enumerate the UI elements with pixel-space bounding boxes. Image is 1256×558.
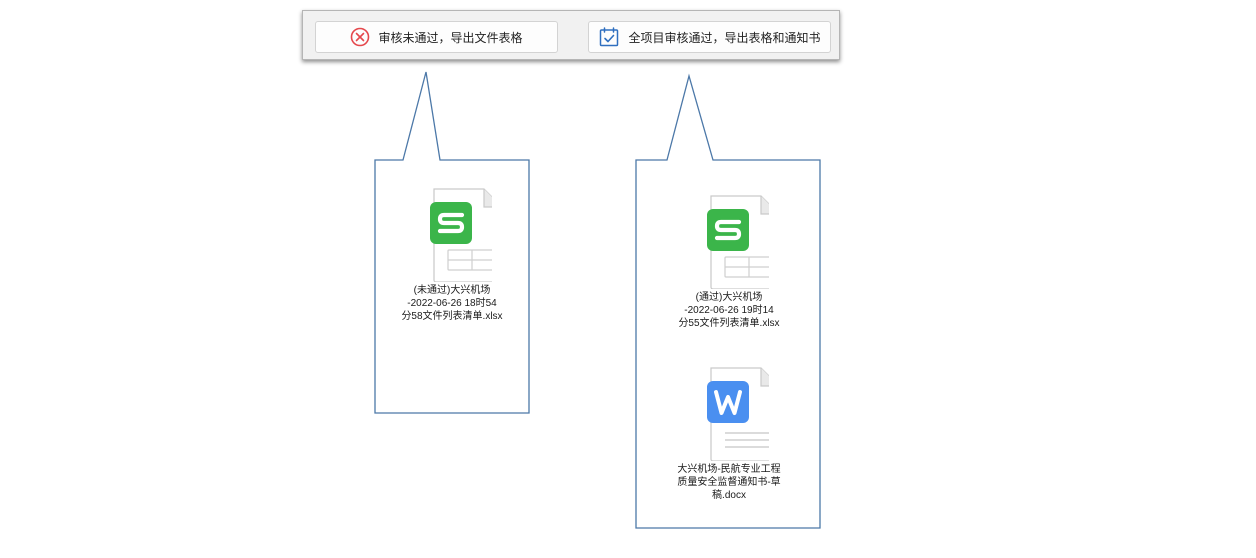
cancel-circle-icon xyxy=(351,27,370,47)
approved-docx-file[interactable]: 大兴机场-民航专业工程 质量安全监督通知书-草 稿.docx xyxy=(670,367,788,502)
export-toolbar: 审核未通过，导出文件表格 全项目审核通过，导出表格和通知书 xyxy=(302,10,840,60)
calendar-check-icon xyxy=(600,27,619,47)
approved-xlsx-file[interactable]: (通过)大兴机场 -2022-06-26 19时14 分55文件列表清单.xls… xyxy=(670,195,788,330)
export-approved-button[interactable]: 全项目审核通过，导出表格和通知书 xyxy=(588,21,831,53)
file-name: 大兴机场-民航专业工程 质量安全监督通知书-草 稿.docx xyxy=(677,464,781,501)
export-approved-label: 全项目审核通过，导出表格和通知书 xyxy=(628,30,821,45)
file-name: (未通过)大兴机场 -2022-06-26 18时54 分58文件列表清单.xl… xyxy=(401,285,503,322)
export-rejected-button[interactable]: 审核未通过，导出文件表格 xyxy=(315,21,558,53)
wps-spreadsheet-icon xyxy=(412,188,492,282)
export-rejected-label: 审核未通过，导出文件表格 xyxy=(378,30,523,45)
rejected-callout-outline xyxy=(374,71,530,414)
rejected-xlsx-file[interactable]: (未通过)大兴机场 -2022-06-26 18时54 分58文件列表清单.xl… xyxy=(393,188,511,323)
wps-writer-icon xyxy=(689,367,769,461)
approved-callout-outline xyxy=(635,73,821,529)
wps-spreadsheet-icon xyxy=(689,195,769,289)
file-name: (通过)大兴机场 -2022-06-26 19时14 分55文件列表清单.xls… xyxy=(678,292,780,329)
